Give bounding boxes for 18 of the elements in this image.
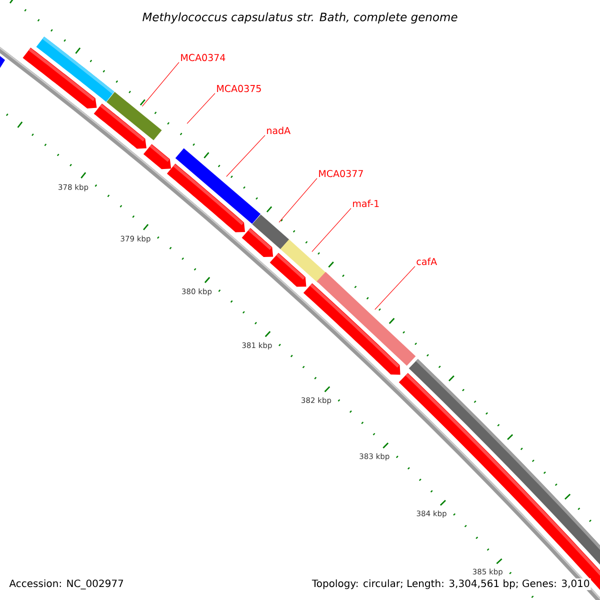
accession-text: Accession: NC_002977 [8, 578, 125, 590]
gene-label: MCA0374 [181, 54, 226, 62]
gene-bar [280, 239, 327, 283]
leader-line [142, 62, 180, 107]
title: Methylococcus capsulatus str. Bath, complete genome [142, 12, 458, 24]
gene-label: cafA [416, 258, 438, 266]
gene-bar [252, 214, 290, 250]
gene-label: MCA0377 [319, 170, 363, 178]
leader-line [374, 266, 416, 310]
leader-line [278, 178, 318, 223]
gene-bar [316, 272, 416, 366]
gene-label: nadA [267, 126, 290, 134]
gene-bar [106, 92, 162, 140]
leader-line [186, 93, 216, 124]
genome-info-text: Topology: circular; Length: 3,304,561 bp; Genes: 3,010 [310, 578, 591, 590]
gene-label: maf-1 [353, 200, 379, 208]
gene-bar [175, 148, 261, 224]
gene-label: MCA0375 [217, 84, 261, 92]
